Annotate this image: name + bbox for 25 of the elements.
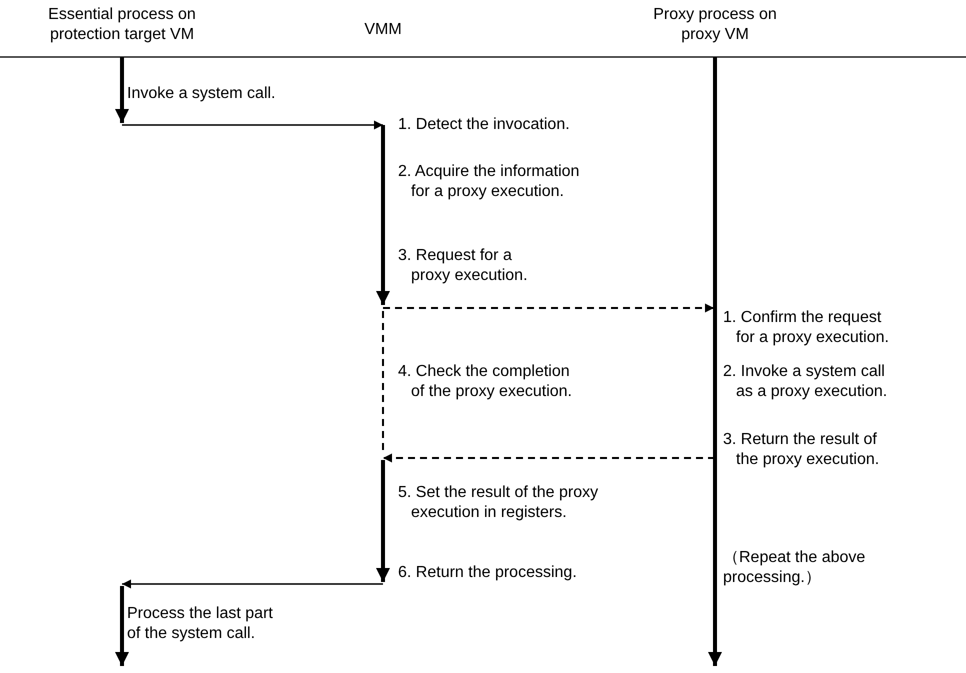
arrow bbox=[115, 586, 129, 666]
participant-header: VMM bbox=[363, 20, 403, 40]
dashed-arrow bbox=[383, 454, 715, 462]
step-text: Invoke a system call. bbox=[127, 84, 276, 104]
step-text: 2. Acquire the information for a proxy execution. bbox=[398, 162, 580, 202]
step-text: 5. Set the result of the proxy execution in registers. bbox=[398, 483, 600, 523]
step-text: （Repeat the above processing.） bbox=[723, 548, 866, 588]
step-text: 3. Request for a proxy execution. bbox=[398, 246, 529, 286]
dashed-arrow bbox=[383, 304, 714, 312]
arrow bbox=[122, 120, 383, 130]
arrow bbox=[376, 125, 390, 305]
step-text: 1. Confirm the request for a proxy execution. bbox=[723, 308, 890, 348]
step-text: 1. Detect the invocation. bbox=[398, 115, 571, 135]
dashed-line bbox=[382, 311, 384, 452]
participant-header: Essential process on protection target VM bbox=[47, 5, 197, 45]
arrow bbox=[115, 57, 129, 123]
step-text: Process the last part of the system call. bbox=[127, 604, 274, 644]
step-text: 3. Return the result of the proxy execution. bbox=[723, 430, 880, 470]
arrow bbox=[376, 460, 390, 582]
step-text: 6. Return the processing. bbox=[398, 563, 578, 583]
arrow bbox=[122, 580, 383, 588]
participant-header: Proxy process on proxy VM bbox=[652, 5, 778, 45]
step-text: 4. Check the completion of the proxy execution. bbox=[398, 362, 573, 402]
step-text: 2. Invoke a system call as a proxy execution. bbox=[723, 362, 888, 402]
arrow bbox=[708, 57, 722, 666]
